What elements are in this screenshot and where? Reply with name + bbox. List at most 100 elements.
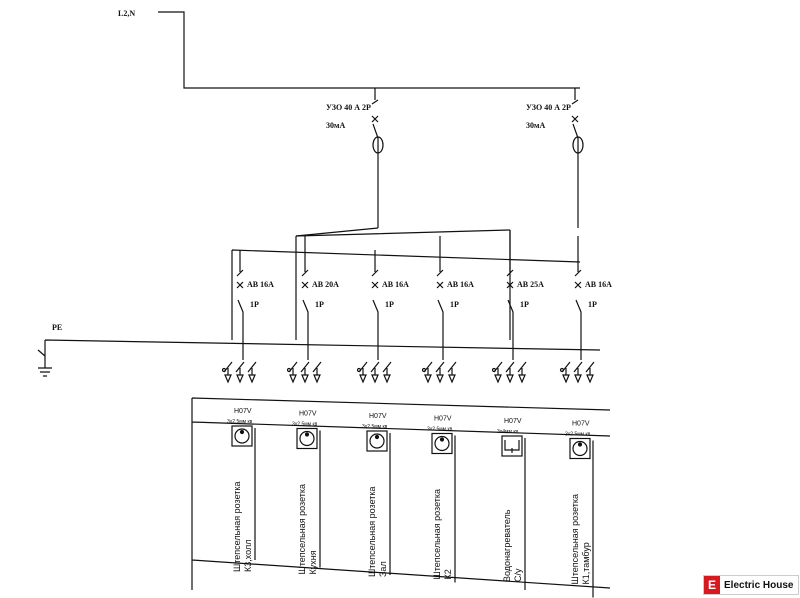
- rcd1-to-bus: [295, 227, 379, 237]
- terminal-icon: [223, 361, 233, 384]
- breaker-poles: 1Р: [520, 300, 529, 309]
- load-table-frame: [191, 397, 611, 590]
- current-sensor-icon: [372, 136, 384, 154]
- terminal-group: [491, 361, 527, 384]
- load-location: К1,тамбур: [581, 542, 591, 584]
- logo-icon: E: [704, 576, 720, 594]
- breaker-4: АВ 16А 1Р: [421, 236, 474, 384]
- terminal-icon: [358, 361, 368, 384]
- breaker-rating: АВ 16А: [447, 280, 474, 289]
- supply-label: L2,N: [118, 9, 135, 18]
- rcd-sensitivity: 30мА: [326, 121, 345, 130]
- rcd-sensitivity: 30мА: [526, 121, 545, 130]
- rcd-1: УЗО 40 А 2Р 30мА: [326, 88, 384, 228]
- socket-face-icon: [369, 433, 385, 449]
- cable-section: 3х2.5мм кв: [292, 422, 318, 428]
- terminal-icon: [312, 361, 322, 384]
- breaker-switch-icon: [301, 236, 309, 360]
- breaker-switch-icon: [236, 250, 244, 360]
- breaker-5: АВ 25А 1Р: [491, 230, 544, 384]
- breaker-switch-icon: [574, 236, 582, 360]
- terminal-group: [421, 361, 457, 384]
- socket-face-icon: [234, 428, 250, 444]
- terminal-group: [286, 361, 322, 384]
- breaker-switch-icon: [371, 250, 379, 360]
- socket-face-icon: [572, 440, 588, 457]
- socket-earth-icon: [439, 437, 445, 442]
- load-location: Кухня: [308, 550, 318, 574]
- terminal-dot-icon: [221, 367, 227, 373]
- terminal-icon: [493, 361, 503, 384]
- socket-icon: [431, 432, 453, 455]
- busbars: [231, 229, 581, 340]
- cable-type: H07V: [504, 418, 522, 425]
- terminal-icon: [370, 361, 380, 384]
- breaker-poles: 1Р: [450, 300, 459, 309]
- terminal-icon: [517, 361, 527, 384]
- breaker-rating: АВ 25А: [517, 280, 544, 289]
- terminal-icon: [435, 361, 445, 384]
- socket-icon: [366, 430, 388, 452]
- terminal-icon: [573, 361, 583, 384]
- rcd-rating: УЗО 40 А 2Р: [526, 103, 571, 112]
- current-sensor-icon: [572, 136, 584, 154]
- terminal-dot-icon: [421, 367, 427, 373]
- load-name: Штепсельная розетка: [232, 481, 242, 572]
- cable-type: H07V: [572, 421, 590, 428]
- terminal-dot-icon: [559, 367, 565, 373]
- cable-type: H07V: [234, 408, 252, 415]
- socket-earth-icon: [577, 442, 583, 447]
- load-name: Штепсельная розетка: [432, 489, 442, 580]
- terminal-icon: [423, 361, 433, 384]
- socket-earth-icon: [374, 434, 380, 440]
- terminal-icon: [447, 361, 457, 384]
- terminal-icon: [585, 361, 595, 384]
- load-name: Штепсельная розетка: [367, 486, 377, 577]
- cable-section: 3х4мм кв: [497, 429, 519, 435]
- breaker-poles: 1Р: [315, 300, 324, 309]
- socket-icon: [231, 425, 253, 447]
- breaker-rating: АВ 20А: [312, 280, 339, 289]
- socket-face-icon: [434, 435, 450, 452]
- water-heater-icon: [501, 435, 523, 457]
- terminal-icon: [561, 361, 571, 384]
- breaker-switch-icon: [506, 230, 514, 360]
- cable-type: H07V: [434, 416, 452, 423]
- socket-icon: [569, 437, 591, 460]
- load-location: Зал: [378, 561, 388, 577]
- load-location: К3,холл: [243, 540, 253, 572]
- cable-section: 3х2.5мм кв: [227, 419, 253, 425]
- breaker-rating: АВ 16А: [247, 280, 274, 289]
- terminal-icon: [288, 361, 298, 384]
- load-location: К2: [443, 569, 453, 579]
- supply-line: [158, 11, 580, 89]
- breaker-poles: 1Р: [385, 300, 394, 309]
- rcd-switch-icon: [571, 88, 579, 228]
- load-name: Штепсельная розетка: [570, 494, 580, 585]
- breaker-2: АВ 20А 1Р: [286, 236, 339, 384]
- rcd-rating: УЗО 40 А 2Р: [326, 103, 371, 112]
- load-location: С/у: [513, 568, 523, 582]
- socket-icon: [296, 427, 318, 450]
- terminal-dot-icon: [491, 367, 497, 373]
- load-name: Штепсельная розетка: [297, 484, 307, 575]
- load-name: Водонагреватель: [502, 509, 512, 582]
- terminal-icon: [505, 361, 515, 384]
- terminal-dot-icon: [286, 367, 292, 373]
- terminal-group: [221, 361, 257, 384]
- socket-earth-icon: [304, 432, 310, 437]
- heater-symbol-icon: [504, 440, 520, 453]
- breaker-poles: 1Р: [588, 300, 597, 309]
